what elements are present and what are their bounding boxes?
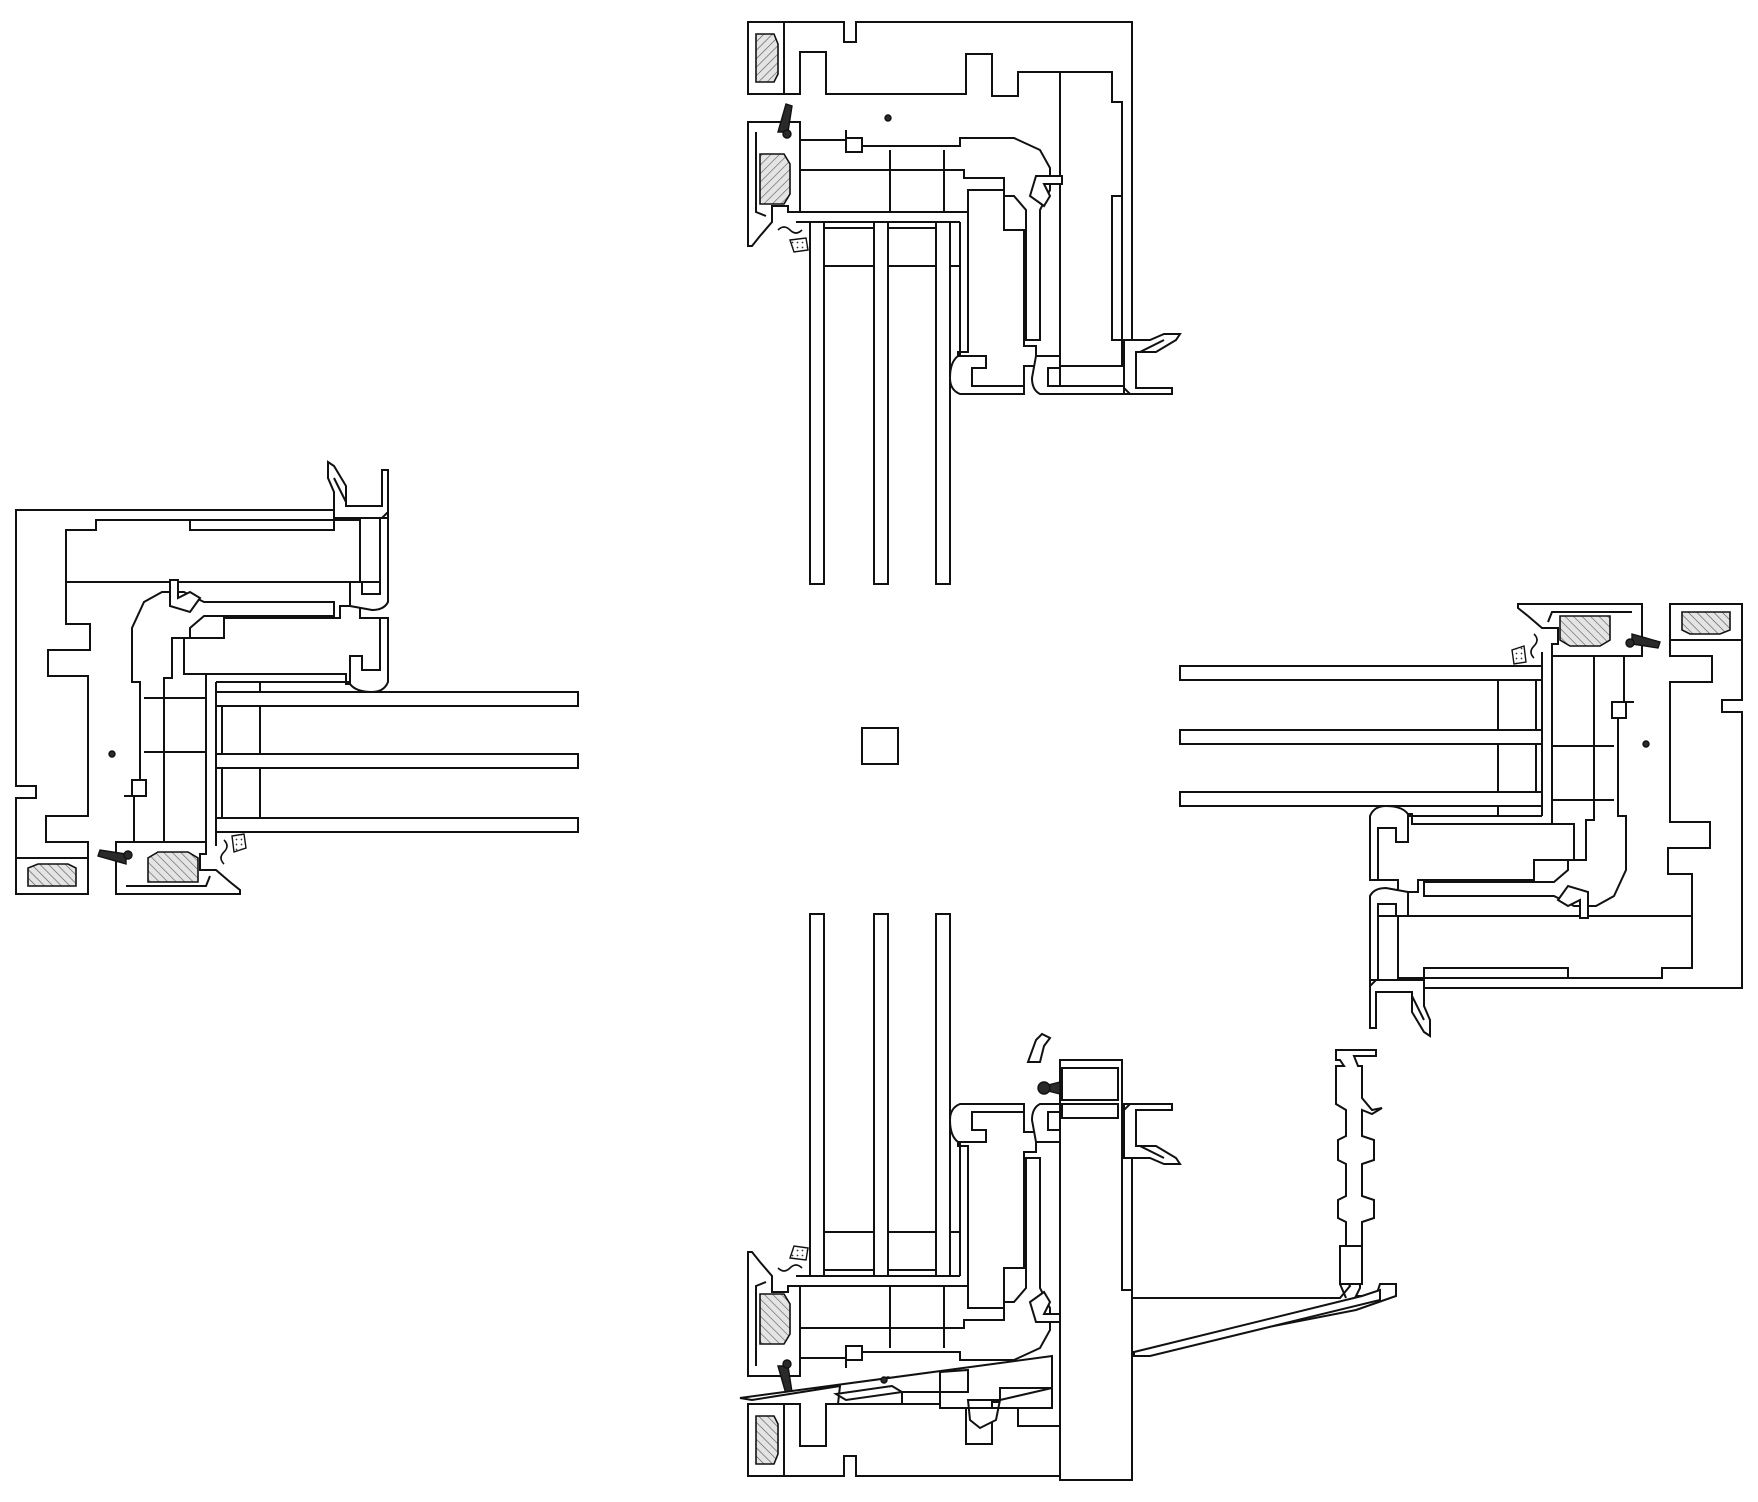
center-reference-square xyxy=(861,727,899,765)
sill-nosing-profile xyxy=(739,1032,1397,1481)
right-jamb-section xyxy=(1179,603,1743,1037)
head-section xyxy=(747,21,1181,585)
left-jamb-section xyxy=(15,461,579,895)
